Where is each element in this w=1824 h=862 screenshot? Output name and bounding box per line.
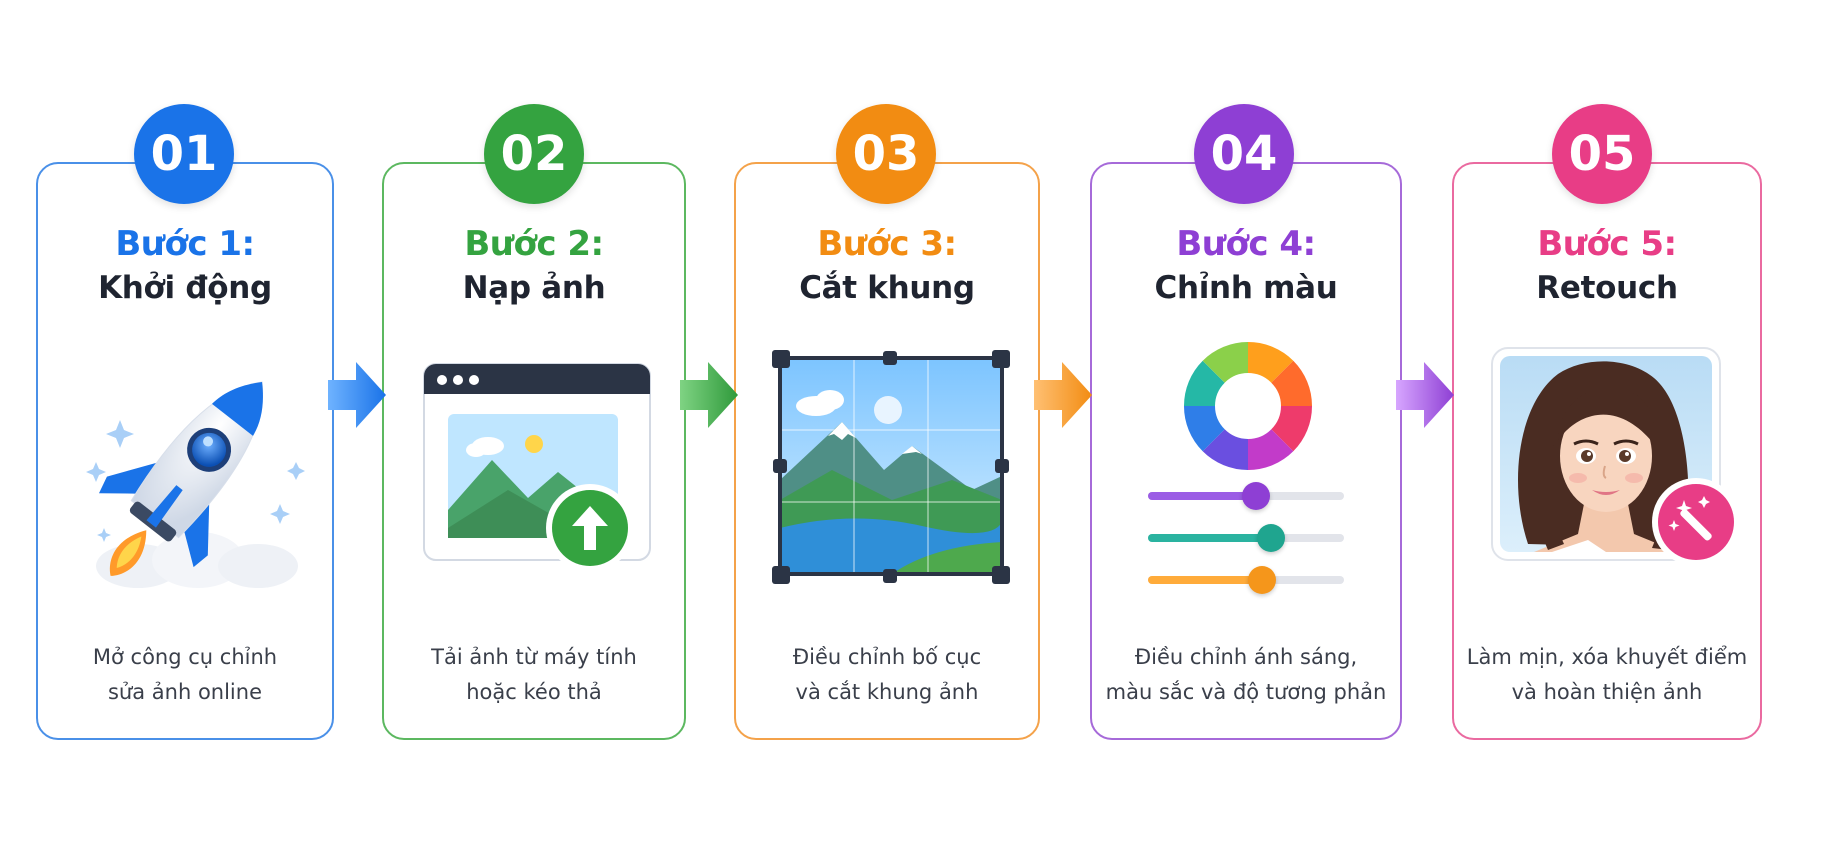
step-name: Retouch bbox=[1536, 270, 1678, 306]
step-number-badge: 03 bbox=[836, 104, 936, 204]
step-name: Cắt khung bbox=[799, 270, 975, 306]
step-description-line: và hoàn thiện ảnh bbox=[1511, 680, 1703, 704]
step-description-line: Mở công cụ chỉnh bbox=[92, 645, 278, 669]
step-title: Bước 5: bbox=[1537, 224, 1677, 264]
step-description-line: Điều chỉnh bố cục bbox=[792, 645, 982, 669]
step-description-line: hoặc kéo thả bbox=[466, 680, 602, 704]
step-number-badge: 02 bbox=[484, 104, 584, 204]
arrow-right-icon bbox=[1034, 362, 1092, 428]
color-wheel-icon bbox=[1183, 341, 1313, 471]
step-name: Khởi động bbox=[98, 270, 272, 306]
step-description: Điều chỉnh ánh sáng, màu sắc và độ tương… bbox=[1098, 640, 1394, 710]
step-title: Bước 2: bbox=[464, 224, 604, 264]
step-card-5: Bước 5: Retouch bbox=[1452, 162, 1762, 740]
slider-brightness[interactable] bbox=[1148, 482, 1344, 510]
step-description: Mở công cụ chỉnh sửa ảnh online bbox=[44, 640, 326, 710]
step-card-3: Bước 3: Cắt khung bbox=[734, 162, 1040, 740]
step-card-1: Bước 1: Khởi động bbox=[36, 162, 334, 740]
arrow-right-icon bbox=[1396, 362, 1454, 428]
step-title: Bước 4: bbox=[1176, 224, 1316, 264]
step-number-badge: 01 bbox=[134, 104, 234, 204]
adjustment-sliders bbox=[1148, 482, 1348, 594]
upload-icon bbox=[423, 363, 651, 572]
rocket-icon bbox=[86, 381, 305, 588]
step-description: Làm mịn, xóa khuyết điểm và hoàn thiện ả… bbox=[1460, 640, 1754, 710]
step-description-line: Tải ảnh từ máy tính bbox=[431, 645, 637, 669]
step-number-badge: 05 bbox=[1552, 104, 1652, 204]
crop-icon bbox=[772, 350, 1010, 584]
slider-saturation[interactable] bbox=[1148, 524, 1344, 552]
step-description-line: màu sắc và độ tương phản bbox=[1105, 680, 1387, 704]
arrow-right-icon bbox=[328, 362, 386, 428]
step-name: Nạp ảnh bbox=[462, 270, 606, 306]
step-description-line: và cắt khung ảnh bbox=[795, 680, 979, 704]
slider-handle[interactable] bbox=[1257, 524, 1286, 552]
step-number-badge: 04 bbox=[1194, 104, 1294, 204]
step-card-4: Bước 4: Chỉnh màu Điều chỉnh ánh sáng, bbox=[1090, 162, 1402, 740]
step-description: Điều chỉnh bố cục và cắt khung ảnh bbox=[742, 640, 1032, 710]
step-title: Bước 3: bbox=[817, 224, 957, 264]
step-name: Chỉnh màu bbox=[1154, 270, 1338, 306]
magic-wand-icon[interactable] bbox=[1648, 474, 1744, 570]
step-title: Bước 1: bbox=[115, 224, 255, 264]
slider-contrast[interactable] bbox=[1148, 566, 1344, 594]
step-description: Tải ảnh từ máy tính hoặc kéo thả bbox=[390, 640, 678, 710]
slider-handle[interactable] bbox=[1247, 566, 1276, 594]
arrow-right-icon bbox=[680, 362, 738, 428]
step-card-2: Bước 2: Nạp ảnh Tải ảnh từ máy tính hoặc… bbox=[382, 162, 686, 740]
step-description-line: sửa ảnh online bbox=[107, 680, 262, 704]
slider-handle[interactable] bbox=[1241, 482, 1270, 510]
step-description-line: Điều chỉnh ánh sáng, bbox=[1134, 645, 1358, 669]
step-description-line: Làm mịn, xóa khuyết điểm bbox=[1466, 645, 1748, 669]
